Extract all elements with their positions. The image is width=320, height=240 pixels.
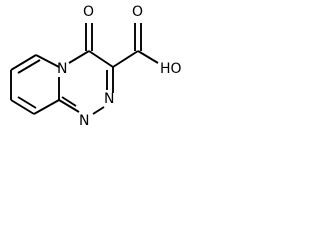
triazinone-ring [58, 23, 114, 115]
bond-c-c-bottom [33, 99, 60, 115]
bond-ring-to-acid [112, 50, 139, 68]
bond-c-c-lower-left [10, 99, 35, 115]
atom-o-acid: O [132, 4, 143, 20]
atom-n-bridgehead: N [57, 61, 67, 77]
atom-oh-acid: HO [160, 61, 182, 77]
bond-c-c-upper-left-2 [17, 59, 41, 74]
bond-n-n [92, 106, 105, 115]
bond-acid-oh [137, 50, 159, 64]
bond-n-c-upper-left [35, 54, 60, 68]
carboxylic-acid-group [112, 23, 159, 68]
chemical-structure: O N N N O HO [10, 4, 182, 129]
bond-c-c-upper-left-1 [10, 54, 37, 71]
bond-n-c-fusion-2 [61, 96, 77, 107]
pyridine-ring [10, 54, 60, 115]
bond-c-c-carboxyl-ring [88, 50, 114, 68]
bond-c-c-lower-left-2 [17, 96, 37, 109]
atom-n-ring-upper: N [104, 91, 114, 107]
bond-n-c-fusion-1 [58, 99, 80, 113]
atom-n-ring-lower: N [79, 113, 89, 129]
atom-o-ketone: O [83, 4, 94, 20]
bond-n-c-carbonyl [68, 50, 90, 64]
